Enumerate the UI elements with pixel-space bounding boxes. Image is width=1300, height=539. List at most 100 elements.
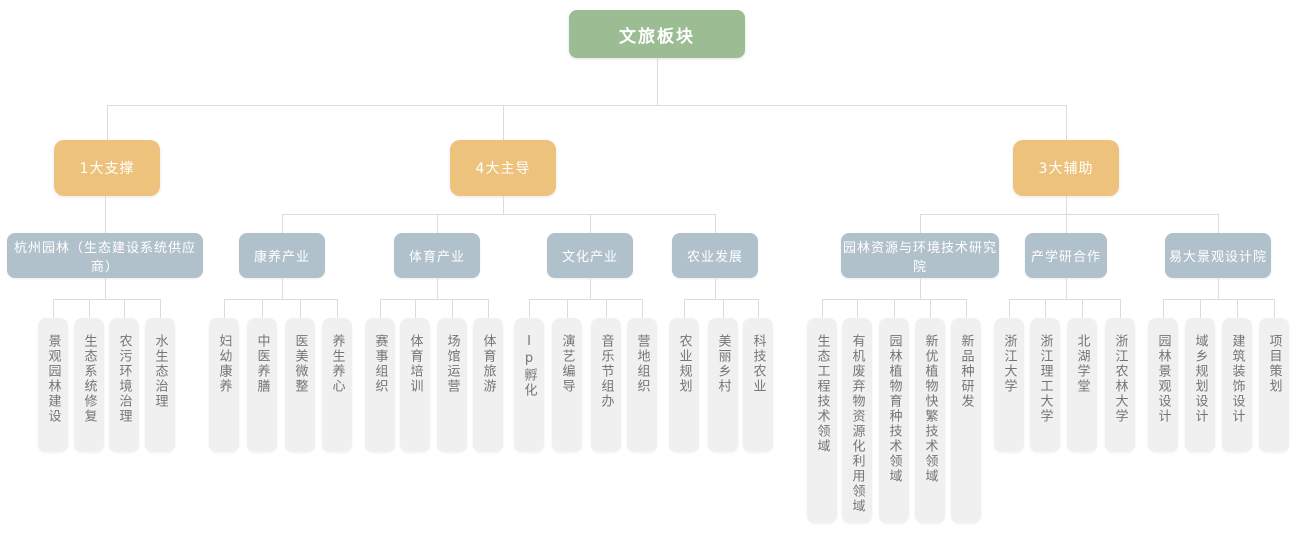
connector-line [642, 299, 643, 318]
connector-line [1009, 299, 1121, 300]
connector-line [1163, 299, 1275, 300]
connector-line [337, 299, 338, 318]
leaf-label: 园林植物育种技术领域 [886, 334, 902, 484]
connector-line [1045, 299, 1046, 318]
connector-line [715, 214, 716, 233]
leaf-label: 体育旅游 [480, 334, 496, 394]
leaf-label: 赛事组织 [372, 334, 388, 394]
group-node: 杭州园林（生态建设系统供应商） [7, 233, 203, 278]
leaf-label: 北湖学堂 [1074, 334, 1090, 394]
connector-line [723, 299, 724, 318]
connector-line [105, 196, 106, 233]
connector-line [224, 299, 225, 318]
connector-line [300, 299, 301, 318]
connector-line [282, 214, 716, 215]
connector-line [684, 299, 759, 300]
branch-node: 4大主导 [450, 140, 556, 196]
leaf-label: 农业规划 [676, 334, 692, 394]
group-node: 文化产业 [547, 233, 633, 278]
connector-line [894, 299, 895, 318]
connector-line [1082, 299, 1083, 318]
leaf-node: 养生养心 [322, 318, 352, 452]
leaf-node: 场馆运营 [437, 318, 467, 452]
connector-line [715, 278, 716, 299]
connector-line [1066, 196, 1067, 214]
branch-node: 1大支撑 [54, 140, 160, 196]
leaf-node: 园林植物育种技术领域 [879, 318, 909, 523]
connector-line [262, 299, 263, 318]
group-node: 园林资源与环境技术研究院 [841, 233, 999, 278]
leaf-label: 浙江农林大学 [1112, 334, 1128, 424]
leaf-label: 园林景观设计 [1155, 334, 1171, 424]
connector-line [503, 105, 504, 140]
leaf-node: 浙江理工大学 [1030, 318, 1060, 452]
group-node: 康养产业 [239, 233, 325, 278]
leaf-node: 园林景观设计 [1148, 318, 1178, 452]
leaf-node: 音乐节组办 [591, 318, 621, 452]
leaf-node: 农业规划 [669, 318, 699, 452]
leaf-node: 科技农业 [743, 318, 773, 452]
connector-line [529, 299, 530, 318]
leaf-label: 营地组织 [634, 334, 650, 394]
connector-line [415, 299, 416, 318]
connector-line [437, 278, 438, 299]
connector-line [282, 278, 283, 299]
connector-line [1163, 299, 1164, 318]
leaf-node: 新优植物快繁技术领域 [915, 318, 945, 523]
connector-line [1066, 278, 1067, 299]
connector-line [857, 299, 858, 318]
connector-line [1218, 214, 1219, 233]
connector-line [89, 299, 90, 318]
leaf-node: 妇幼康养 [209, 318, 239, 452]
connector-line [380, 299, 381, 318]
connector-line [105, 278, 106, 299]
connector-line [567, 299, 568, 318]
leaf-node: 赛事组织 [365, 318, 395, 452]
leaf-node: 水生态治理 [145, 318, 175, 452]
connector-line [966, 299, 967, 318]
connector-line [920, 214, 1219, 215]
connector-line [224, 299, 338, 300]
leaf-label: Ip孵化 [521, 334, 537, 398]
connector-line [920, 278, 921, 299]
connector-line [282, 214, 283, 233]
leaf-node: 农污环境治理 [109, 318, 139, 452]
connector-line [1274, 299, 1275, 318]
leaf-label: 水生态治理 [152, 334, 168, 409]
leaf-label: 妇幼康养 [216, 334, 232, 394]
leaf-label: 场馆运营 [444, 334, 460, 394]
leaf-label: 音乐节组办 [598, 334, 614, 409]
connector-line [1009, 299, 1010, 318]
connector-line [529, 299, 643, 300]
leaf-label: 项目策划 [1266, 334, 1282, 394]
org-root-node: 文旅板块 [569, 10, 745, 58]
branch-node: 3大辅助 [1013, 140, 1119, 196]
connector-line [1200, 299, 1201, 318]
connector-line [684, 299, 685, 318]
leaf-label: 有机废弃物资源化利用领域 [849, 334, 865, 514]
group-node: 产学研合作 [1025, 233, 1107, 278]
connector-line [590, 278, 591, 299]
leaf-label: 演艺编导 [559, 334, 575, 394]
group-node: 易大景观设计院 [1165, 233, 1271, 278]
connector-line [920, 214, 921, 233]
connector-line [107, 105, 108, 140]
leaf-label: 生态工程技术领域 [814, 334, 830, 454]
leaf-node: 有机废弃物资源化利用领域 [842, 318, 872, 523]
connector-line [657, 58, 658, 105]
leaf-node: 浙江农林大学 [1105, 318, 1135, 452]
connector-line [1218, 278, 1219, 299]
leaf-node: 浙江大学 [994, 318, 1024, 452]
connector-line [53, 299, 54, 318]
connector-line [107, 105, 1067, 106]
leaf-label: 景观园林建设 [45, 334, 61, 424]
leaf-label: 浙江理工大学 [1037, 334, 1053, 424]
connector-line [1066, 214, 1067, 233]
connector-line [124, 299, 125, 318]
leaf-label: 美丽乡村 [715, 334, 731, 394]
leaf-node: 美丽乡村 [708, 318, 738, 452]
leaf-label: 养生养心 [329, 334, 345, 394]
connector-line [437, 214, 438, 233]
connector-line [606, 299, 607, 318]
